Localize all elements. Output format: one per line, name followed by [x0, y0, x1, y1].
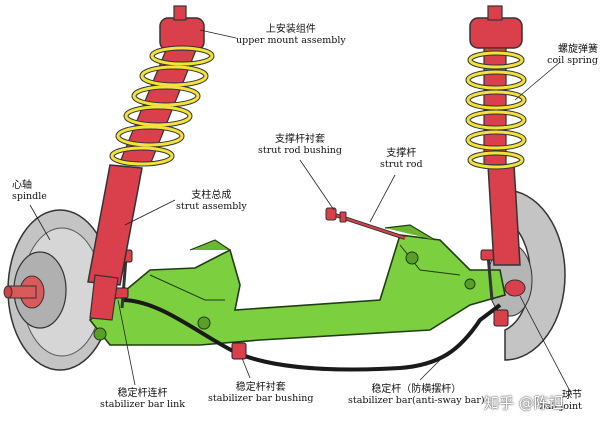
label-stabilizer-bar-link-en: stabilizer bar link	[100, 398, 185, 410]
label-spindle-en: spindle	[12, 190, 47, 202]
crossmember-frame	[88, 224, 506, 346]
label-strut-rod-bushing-zh: 支撑杆衬套	[274, 134, 325, 145]
right-coil-spring-fill	[466, 51, 526, 169]
label-spindle: 心轴 spindle	[12, 180, 47, 202]
label-stabilizer-bar-link-zh: 稳定杆连杆	[117, 388, 168, 399]
label-strut-rod-zh: 支撑杆	[386, 148, 417, 159]
stabilizer-bar	[121, 298, 509, 372]
label-coil-spring-en: coil spring	[547, 54, 598, 66]
label-strut-rod-bushing-en: strut rod bushing	[258, 144, 342, 156]
leader-lines	[29, 29, 573, 396]
label-stabilizer-bar-zh: 稳定杆（防横摆杆）	[371, 384, 462, 395]
label-strut-assembly-zh: 支柱总成	[191, 190, 232, 201]
label-stabilizer-bar-bushing-zh: 稳定杆衬套	[235, 382, 286, 393]
label-stabilizer-bar-bushing: 稳定杆衬套 stabilizer bar bushing	[208, 382, 313, 404]
label-stabilizer-bar: 稳定杆（防横摆杆） stabilizer bar(anti-sway bar)	[348, 384, 485, 406]
label-strut-rod-bushing: 支撑杆衬套 strut rod bushing	[258, 134, 342, 156]
right-coil-spring	[465, 50, 527, 170]
label-strut-rod-en: strut rod	[380, 158, 423, 170]
label-ball-joint-en: ball joint	[539, 400, 582, 412]
label-ball-joint-zh: 球节	[562, 390, 582, 401]
label-upper-mount-assembly: 上安装组件 upper mount assembly	[236, 24, 346, 46]
label-strut-assembly: 支柱总成 strut assembly	[176, 190, 247, 212]
label-stabilizer-bar-bushing-en: stabilizer bar bushing	[208, 392, 314, 404]
watermark: 知乎 @陈坦	[484, 394, 564, 412]
label-upper-mount-en: upper mount assembly	[236, 34, 346, 46]
label-stabilizer-bar-en: stabilizer bar(anti-sway bar)	[348, 394, 485, 406]
ball-joint	[504, 279, 526, 297]
label-strut-rod: 支撑杆 strut rod	[380, 148, 423, 170]
label-strut-assembly-en: strut assembly	[176, 200, 247, 212]
left-coil-spring-fill	[110, 46, 214, 166]
label-stabilizer-bar-link: 稳定杆连杆 stabilizer bar link	[100, 388, 185, 410]
label-spindle-zh: 心轴	[12, 180, 32, 191]
label-coil-spring: 螺旋弹簧 coil spring	[547, 44, 598, 66]
label-coil-spring-zh: 螺旋弹簧	[558, 44, 598, 55]
label-upper-mount-zh: 上安装组件	[265, 24, 316, 35]
strut-rod	[325, 207, 406, 240]
label-ball-joint: 球节 ball joint	[540, 390, 582, 412]
